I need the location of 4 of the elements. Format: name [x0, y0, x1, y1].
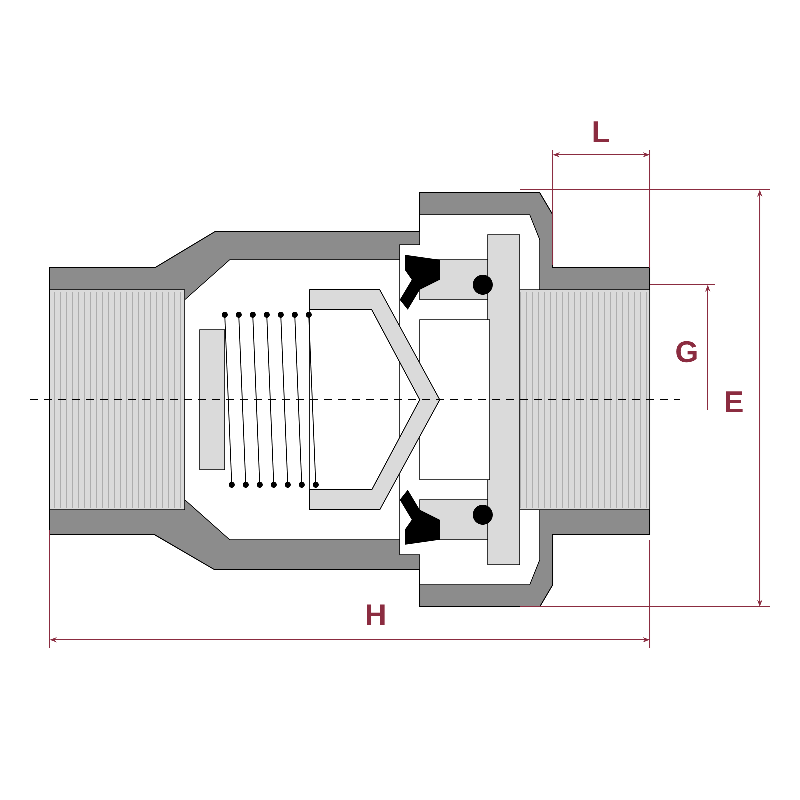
dimension-label: G: [676, 341, 697, 363]
dimension-label: L: [594, 122, 610, 142]
dimension-label: E: [726, 392, 743, 412]
dimension-label: H: [367, 604, 385, 626]
